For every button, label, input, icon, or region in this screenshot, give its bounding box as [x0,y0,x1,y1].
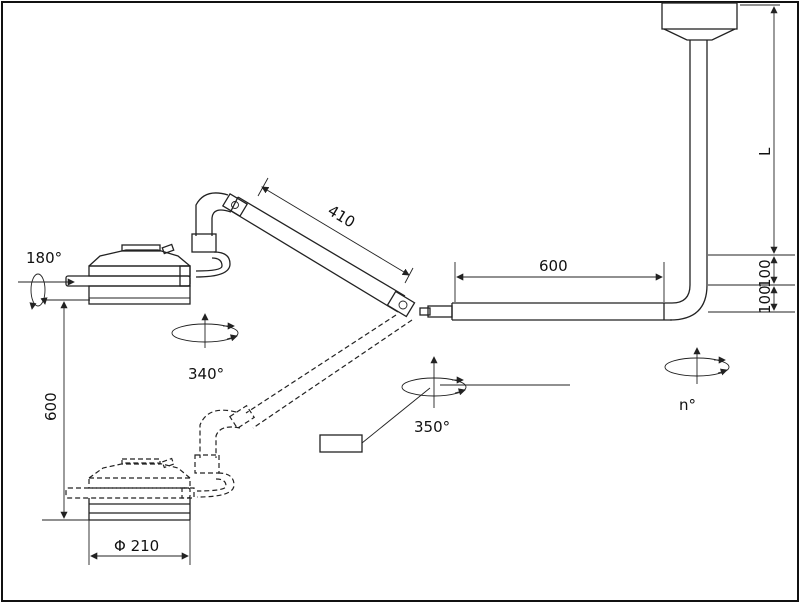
rotation-indicator-180 [18,273,75,310]
dimension-600-horizontal [454,262,665,302]
dimension-phi210-label: Φ 210 [114,537,159,555]
dimension-410 [257,177,414,284]
dimension-100-b-label: 100 [756,285,774,314]
angle-350-label: 350° [414,418,450,436]
angle-180-label: 180° [26,249,62,267]
dimension-600-vertical [42,299,90,521]
dimension-phi210 [88,520,191,565]
dimension-600-top-label: 600 [539,257,568,275]
rotation-indicator-340 [171,313,239,348]
dimension-vertical-right [708,4,795,313]
angle-n-label: n° [679,396,696,414]
lamp-head-top [65,243,191,305]
callout-box [319,387,431,453]
rotation-indicator-350 [401,356,570,408]
diagonal-arm-dashed [194,314,413,498]
dimension-L-label: L [756,147,774,156]
lamp-head-bottom-dashed [65,457,195,499]
lamp-head-bottom-base [88,498,191,521]
angle-340-label: 340° [188,365,224,383]
dimension-600-left-label: 600 [42,392,60,421]
dimension-100-a-label: 100 [756,259,774,288]
horizontal-arm [419,302,672,321]
rotation-indicator-n [664,347,730,384]
ceiling-mount [661,2,738,321]
